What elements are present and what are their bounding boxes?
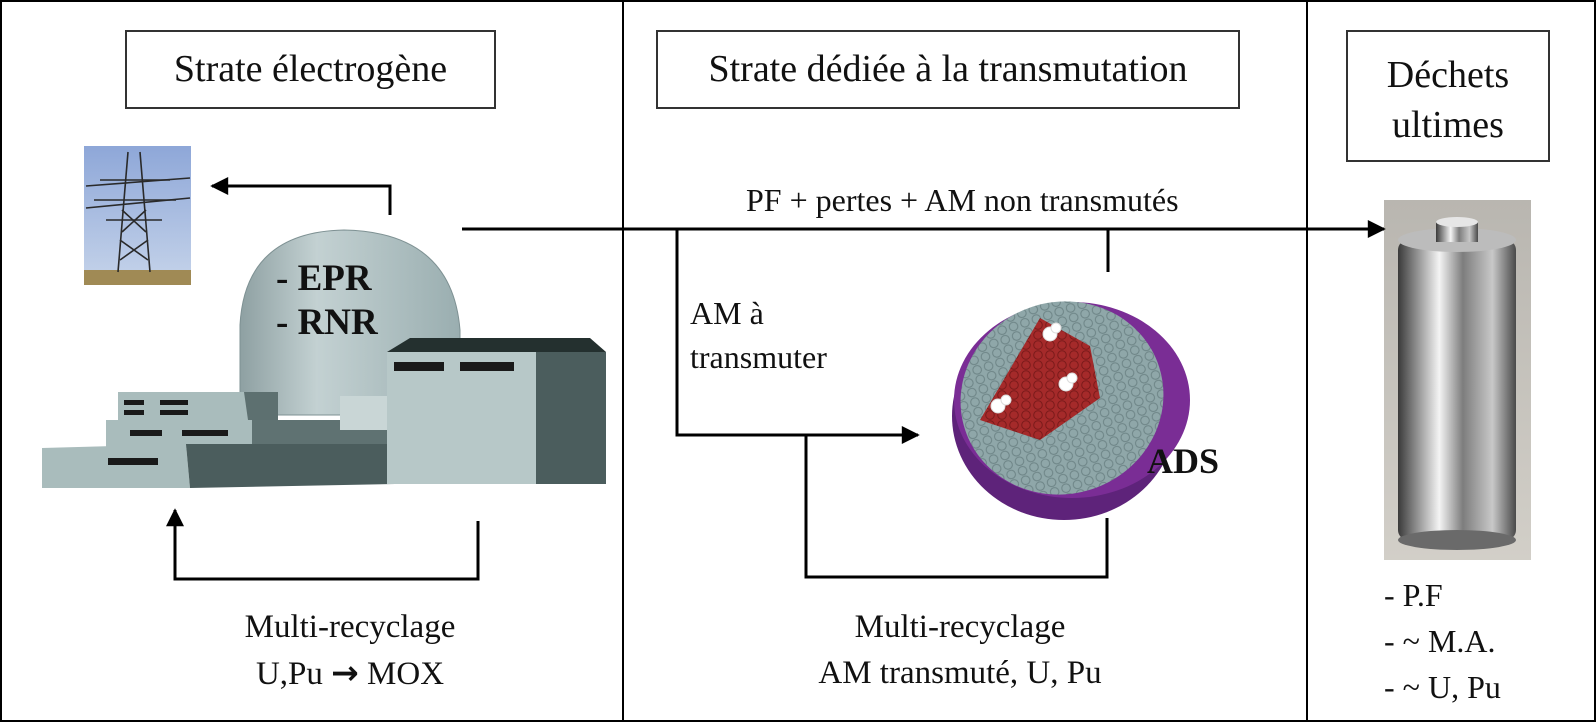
label-left-recycling: Multi-recyclage U,Pu → MOX <box>170 604 530 697</box>
title-dechets-line1: Déchets <box>1386 54 1510 96</box>
loop-left-recycling <box>166 508 480 581</box>
loop-center-recycling <box>804 436 1109 579</box>
label-to-waste: PF + pertes + AM non transmutés <box>746 182 1179 218</box>
reactor-type-list: - EPR - RNR <box>276 257 378 345</box>
title-electrogene-text: Strate électrogène <box>173 48 448 90</box>
reactor-type-epr: - EPR <box>276 258 372 299</box>
left-recycling-line2: U,Pu → MOX <box>170 650 530 697</box>
title-dechets-line2: ultimes <box>1392 104 1504 146</box>
right-arrow-icon: → <box>331 653 359 692</box>
label-am-line2: transmuter <box>690 339 827 375</box>
center-recycling-line2: AM transmuté, U, Pu <box>818 655 1102 691</box>
arrow-am-to-ads <box>675 229 920 444</box>
title-dechets: Déchets ultimes <box>1346 30 1550 162</box>
title-electrogene: Strate électrogène <box>125 30 496 109</box>
reactor-building-image <box>42 229 606 488</box>
label-am-to-transmute: AM à transmuter <box>690 291 827 379</box>
left-recycling-product: MOX <box>358 656 445 692</box>
waste-item-upu: - ~ U, Pu <box>1384 669 1501 705</box>
label-ads: ADS <box>1147 441 1220 481</box>
arrow-reactor-to-grid <box>210 177 392 215</box>
reactor-type-rnr: - RNR <box>276 302 378 343</box>
ads-core-image <box>952 301 1190 520</box>
power-pylon-image <box>84 146 191 285</box>
waste-item-ma: - ~ M.A. <box>1384 623 1496 659</box>
left-recycling-line1: Multi-recyclage <box>244 609 456 645</box>
center-recycling-line1: Multi-recyclage <box>854 609 1066 645</box>
title-transmutation-text: Strate dédiée à la transmutation <box>708 48 1188 90</box>
label-am-line1: AM à <box>690 295 764 331</box>
label-center-recycling: Multi-recyclage AM transmuté, U, Pu <box>770 604 1150 696</box>
left-recycling-elements: U,Pu <box>255 656 332 692</box>
title-transmutation: Strate dédiée à la transmutation <box>656 30 1240 109</box>
waste-item-pf: - P.F <box>1384 577 1443 613</box>
waste-canister-image <box>1384 200 1531 560</box>
